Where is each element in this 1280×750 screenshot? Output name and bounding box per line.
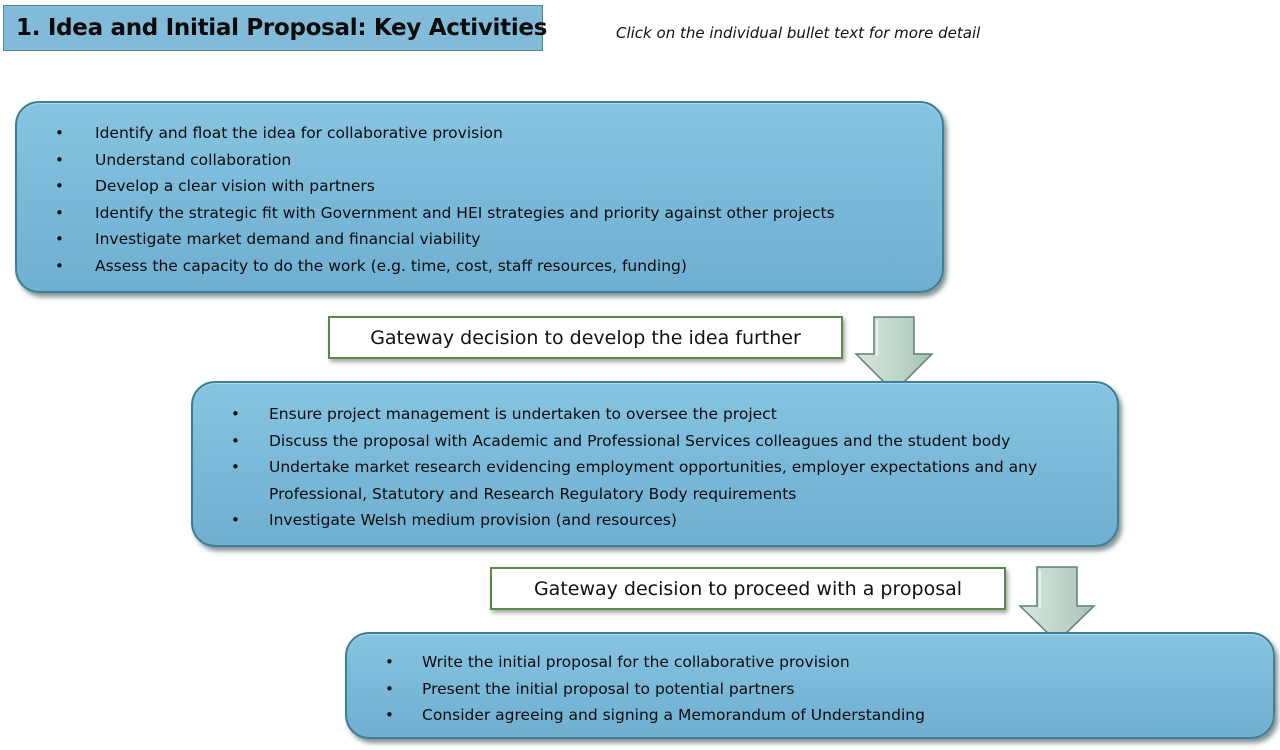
stage-2-item-market-research[interactable]: • Undertake market research evidencing em… [193,454,1037,481]
down-arrow-icon [1018,566,1096,644]
bullet-icon: • [231,405,240,423]
stage-2-item-market-research-continued[interactable]: Professional, Statutory and Research Reg… [193,481,1037,508]
page-title: 1. Idea and Initial Proposal: Key Activi… [16,15,548,41]
bullet-icon: • [385,706,394,725]
instruction-hint: Click on the individual bullet text for … [616,24,981,42]
stage-2-activities-box: • Ensure project management is undertaken… [191,381,1119,547]
stage-3-item-write-proposal[interactable]: • Write the initial proposal for the coll… [347,649,925,676]
bullet-icon: • [55,256,64,275]
gateway-2-label-box: Gateway decision to proceed with a propo… [490,567,1006,610]
bullet-text: Identify and float the idea for collabor… [95,124,503,142]
bullet-icon: • [231,431,240,450]
bullet-text: Ensure project management is undertaken … [269,405,777,423]
stage-1-activities-box: • Identify and float the idea for collabo… [15,101,944,293]
bullet-text: Present the initial proposal to potentia… [422,679,795,698]
stage-3-item-memorandum[interactable]: • Consider agreeing and signing a Memoran… [347,702,925,729]
stage-3-item-present-proposal[interactable]: • Present the initial proposal to potenti… [347,676,925,703]
stage-1-item-strategic-fit[interactable]: • Identify the strategic fit with Governm… [17,200,835,227]
bullet-icon: • [385,653,394,671]
bullet-icon: • [55,150,64,169]
bullet-icon: • [385,679,394,698]
page-title-box: 1. Idea and Initial Proposal: Key Activi… [3,5,547,51]
bullet-text: Professional, Statutory and Research Reg… [269,484,797,503]
stage-1-item-identify-idea[interactable]: • Identify and float the idea for collabo… [17,120,835,147]
stage-2-item-project-management[interactable]: • Ensure project management is undertaken… [193,401,1037,428]
gateway-2-label: Gateway decision to proceed with a propo… [533,577,963,600]
bullet-icon: • [55,203,64,222]
stage-1-item-develop-vision[interactable]: • Develop a clear vision with partners [17,173,835,200]
gateway-1-label: Gateway decision to develop the idea fur… [370,326,801,349]
bullet-text: Understand collaboration [95,150,292,169]
stage-2-item-welsh-medium[interactable]: • Investigate Welsh medium provision (and… [193,507,1037,534]
stage-2-item-discuss-proposal[interactable]: • Discuss the proposal with Academic and … [193,428,1037,455]
bullet-text: Write the initial proposal for the colla… [422,653,850,671]
stage-1-list: • Identify and float the idea for collabo… [17,120,835,280]
bullet-icon: • [55,124,64,142]
bullet-icon: • [231,511,240,530]
bullet-icon: • [55,230,64,249]
bullet-text: Assess the capacity to do the work (e.g.… [95,256,687,275]
bullet-text: Investigate Welsh medium provision (and … [269,511,677,530]
stage-3-activities-box: • Write the initial proposal for the coll… [345,632,1275,739]
bullet-icon: • [231,458,240,477]
bullet-text: Identify the strategic fit with Governme… [95,203,835,222]
stage-3-list: • Write the initial proposal for the coll… [347,649,925,729]
stage-1-item-understand-collaboration[interactable]: • Understand collaboration [17,147,835,174]
bullet-text: Investigate market demand and financial … [95,230,481,249]
gateway-1-label-box: Gateway decision to develop the idea fur… [328,316,843,359]
bullet-text: Develop a clear vision with partners [95,177,375,196]
bullet-text: Consider agreeing and signing a Memorand… [422,706,925,725]
stage-2-list: • Ensure project management is undertaken… [193,401,1037,534]
bullet-icon: • [55,177,64,196]
stage-1-item-market-demand[interactable]: • Investigate market demand and financial… [17,226,835,253]
bullet-text: Discuss the proposal with Academic and P… [269,431,1011,450]
down-arrow-icon [854,316,934,394]
bullet-text: Undertake market research evidencing emp… [269,458,1038,477]
stage-1-item-assess-capacity[interactable]: • Assess the capacity to do the work (e.g… [17,253,835,280]
